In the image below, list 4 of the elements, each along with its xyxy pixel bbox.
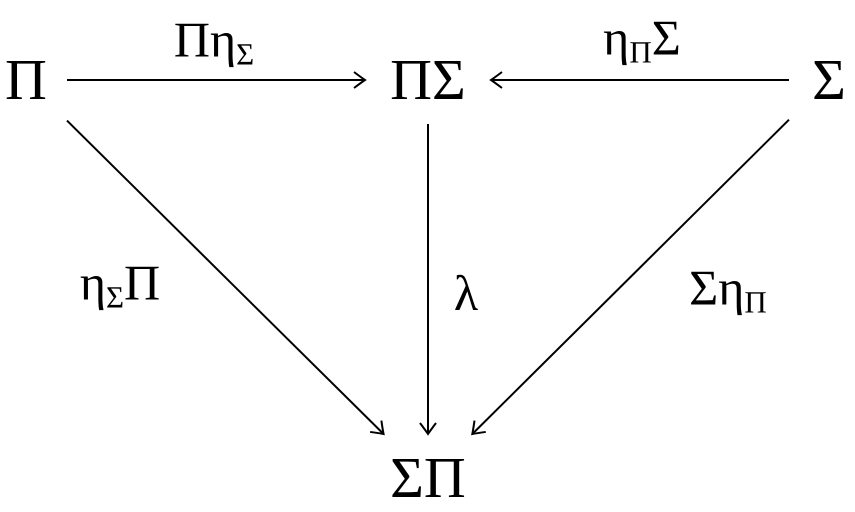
math-expression: ΠΣ xyxy=(390,51,466,109)
math-expression: Π xyxy=(5,51,47,109)
math-expression: Σ xyxy=(812,51,846,109)
math-expression: ΣΠ xyxy=(390,449,466,507)
